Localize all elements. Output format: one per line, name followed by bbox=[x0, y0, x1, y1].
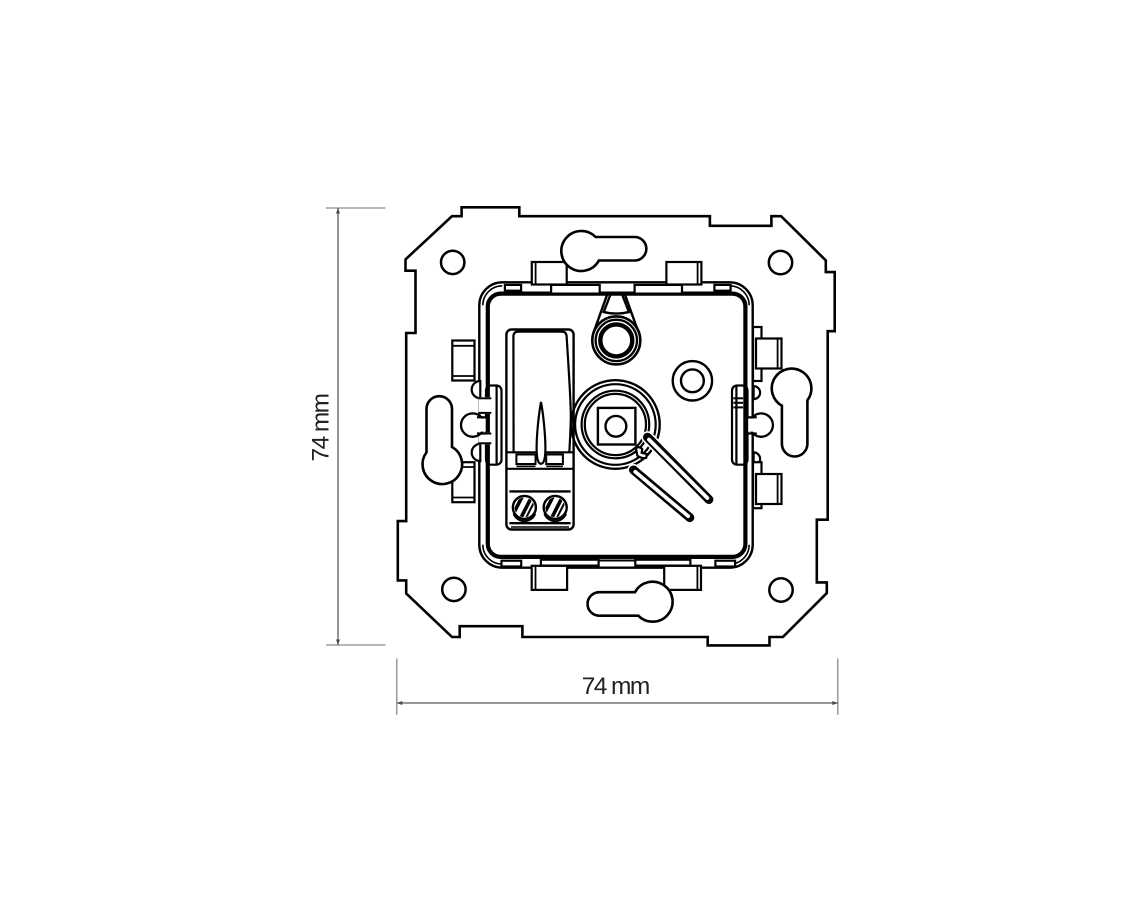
svg-text:74 mm: 74 mm bbox=[308, 394, 335, 461]
svg-text:74 mm: 74 mm bbox=[582, 673, 649, 700]
